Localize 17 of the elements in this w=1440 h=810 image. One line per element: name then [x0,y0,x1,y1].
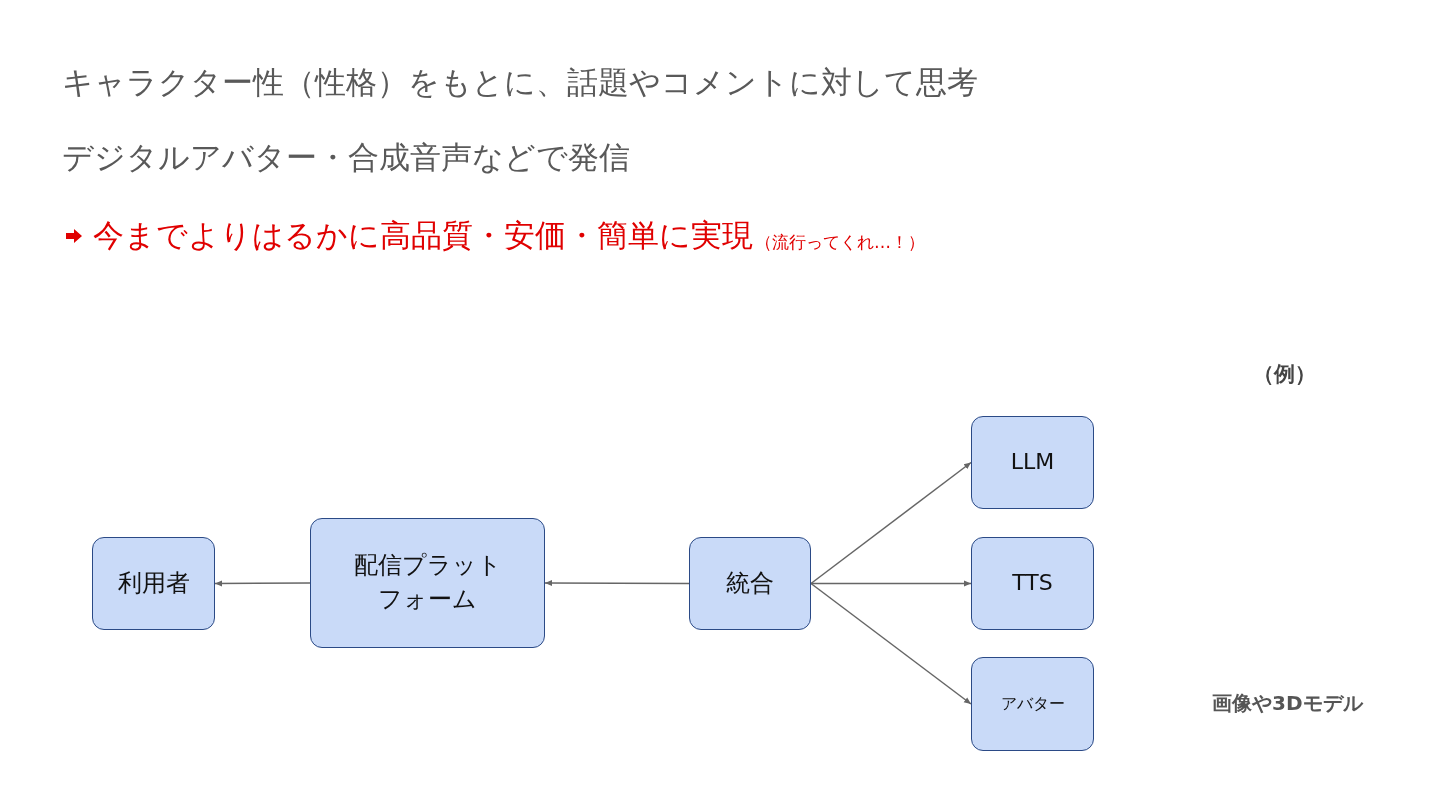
arrow [214,580,311,587]
process-box: LLM [971,416,1094,509]
arrow [810,582,972,705]
aside-text: （流行ってくれ…！） [755,231,925,254]
process-box: 利用者 [92,537,215,630]
arrow [810,580,972,587]
note-text: （例） [1253,361,1316,388]
process-box: 配信プラットフォーム [310,518,545,648]
process-box: TTS [971,537,1094,630]
process-box: アバター [971,657,1094,751]
arrow [810,461,972,585]
heading-text: キャラクター性（性格）をもとに、話題やコメントに対して思考 [62,63,978,102]
note-text: 画像や3Dモデル [1212,690,1363,717]
heading-text: 今までよりはるかに高品質・安価・簡単に実現 [93,216,753,255]
arrow [544,580,690,586]
heading-text: デジタルアバター・合成音声などで発信 [62,138,630,177]
process-box: 統合 [689,537,811,630]
